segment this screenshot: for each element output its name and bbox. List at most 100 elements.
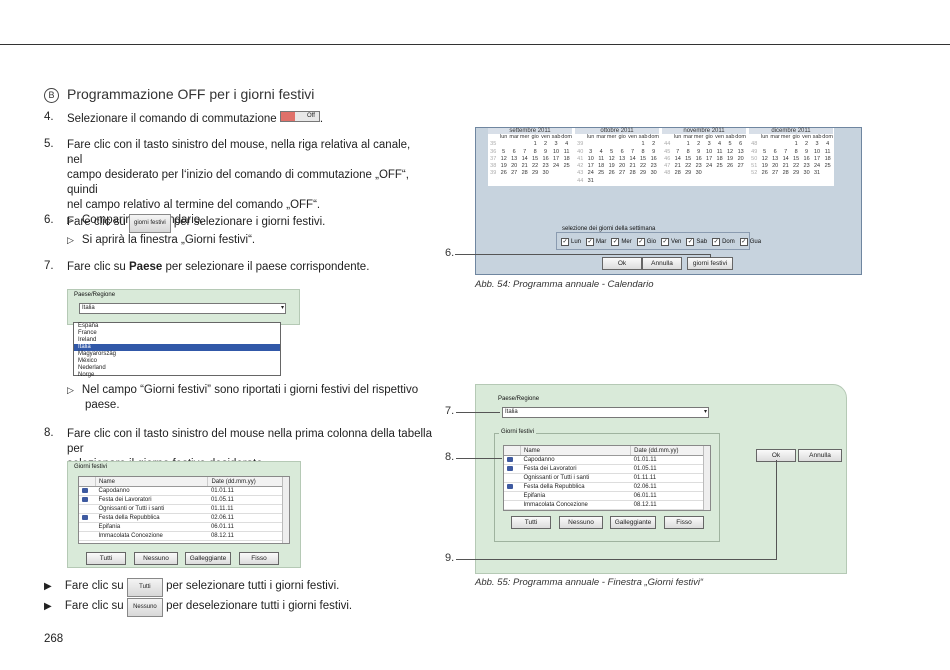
country-option[interactable]: France (78, 330, 97, 336)
calendar-day[interactable]: 4 (565, 141, 569, 148)
weekday-checkbox[interactable]: ✓Sab (686, 238, 707, 246)
calendar-day[interactable] (509, 141, 519, 148)
calendar-day[interactable]: 30 (695, 170, 702, 177)
calendar-day[interactable]: 21 (629, 163, 636, 170)
weekday-checkbox[interactable]: ✓Gio (636, 238, 656, 246)
calendar-day[interactable]: 17 (813, 155, 821, 162)
calendar-cancel-button[interactable]: Annulla (642, 257, 682, 270)
calendar-day[interactable]: 29 (639, 170, 647, 177)
calendar-day[interactable]: 4 (826, 141, 830, 148)
calendar-day[interactable]: 20 (511, 163, 518, 170)
calendar-day[interactable] (606, 141, 616, 148)
weekday-checkbox[interactable]: ✓Mar (586, 238, 606, 246)
weekday-checkbox[interactable]: ✓Ven (661, 238, 681, 246)
calendar-day[interactable]: 15 (532, 155, 539, 162)
calendar-day[interactable]: 14 (782, 155, 789, 162)
table-scrollbar[interactable] (282, 477, 289, 543)
calendar-day[interactable]: 12 (761, 155, 768, 162)
calendar-day[interactable]: 24 (552, 163, 560, 170)
calendar-day[interactable] (770, 141, 780, 148)
calendar-day[interactable]: 8 (686, 148, 690, 155)
calendar-day[interactable]: 10 (813, 148, 821, 155)
calendar-day[interactable]: 4 (718, 141, 722, 148)
calendar-day[interactable]: 10 (552, 148, 560, 155)
weekday-checkbox[interactable]: ✓Gua (739, 238, 761, 246)
calendar-day[interactable]: 23 (695, 163, 702, 170)
calendar-day[interactable]: 15 (685, 155, 692, 162)
calendar-day[interactable]: 16 (695, 155, 702, 162)
fixed-button[interactable]: Fisso (239, 552, 279, 565)
calendar-day[interactable]: 5 (728, 141, 732, 148)
calendar-day[interactable]: 1 (686, 141, 690, 148)
calendar-day[interactable]: 2 (805, 141, 809, 148)
calendar-day[interactable] (606, 178, 616, 185)
calendar-day[interactable]: 28 (674, 170, 681, 177)
calendar-day[interactable]: 19 (726, 155, 734, 162)
calendar-day[interactable] (648, 178, 659, 185)
calendar-day[interactable]: 12 (608, 155, 615, 162)
calendar-day[interactable]: 6 (512, 148, 516, 155)
calendar-day[interactable]: 24 (706, 163, 713, 170)
calendar-holidays-button[interactable]: giorni festivi (687, 257, 733, 270)
calendar-day[interactable]: 8 (533, 148, 537, 155)
calendar-day[interactable]: 23 (542, 163, 549, 170)
calendar-day[interactable] (735, 170, 746, 177)
calendar-day[interactable]: 5 (502, 148, 506, 155)
calendar-day[interactable]: 27 (737, 163, 744, 170)
holidays-inline-button[interactable]: giorni festivi (129, 214, 171, 233)
calendar-day[interactable]: 13 (619, 155, 626, 162)
calendar-day[interactable] (759, 141, 769, 148)
calendar-day[interactable] (714, 170, 724, 177)
calendar-day[interactable]: 22 (532, 163, 539, 170)
table-scrollbar[interactable] (703, 446, 710, 510)
calendar-day[interactable] (617, 141, 627, 148)
fixed-button[interactable]: Fisso (664, 516, 704, 529)
all-inline-button[interactable]: Tutti (126, 578, 163, 597)
calendar-day[interactable] (596, 141, 606, 148)
calendar-day[interactable]: 7 (784, 148, 788, 155)
country-option[interactable]: Magyarország (78, 351, 117, 357)
calendar-day[interactable]: 1 (794, 141, 798, 148)
calendar-day[interactable]: 14 (629, 155, 636, 162)
calendar-day[interactable]: 27 (511, 170, 518, 177)
calendar-day[interactable]: 7 (676, 148, 680, 155)
calendar-day[interactable]: 23 (650, 163, 657, 170)
fig55-cancel-button[interactable]: Annulla (798, 449, 842, 462)
calendar-day[interactable]: 9 (805, 148, 809, 155)
calendar-day[interactable] (780, 141, 790, 148)
calendar-day[interactable]: 18 (598, 163, 605, 170)
none-button[interactable]: Nessuno (134, 552, 178, 565)
calendar-day[interactable]: 16 (803, 155, 810, 162)
calendar-day[interactable] (596, 178, 606, 185)
calendar-day[interactable] (638, 178, 648, 185)
calendar-day[interactable] (725, 170, 735, 177)
country-option[interactable]: México (78, 358, 98, 364)
calendar-day[interactable] (672, 141, 682, 148)
calendar-day[interactable]: 17 (552, 155, 560, 162)
none-button[interactable]: Nessuno (559, 516, 603, 529)
calendar-day[interactable]: 8 (641, 148, 645, 155)
calendar-day[interactable]: 21 (521, 163, 528, 170)
calendar-day[interactable]: 30 (542, 170, 549, 177)
calendar-day[interactable]: 31 (587, 177, 594, 184)
calendar-day[interactable]: 13 (772, 155, 779, 162)
calendar-day[interactable]: 17 (587, 163, 594, 170)
country-option[interactable]: Norge (78, 372, 95, 378)
calendar-day[interactable]: 28 (521, 170, 528, 177)
calendar-day[interactable]: 5 (763, 148, 767, 155)
calendar-day[interactable]: 3 (554, 141, 558, 148)
calendar-day[interactable]: 2 (544, 141, 548, 148)
calendar-day[interactable]: 11 (563, 148, 570, 155)
calendar-day[interactable]: 1 (641, 141, 645, 148)
calendar-day[interactable]: 24 (587, 170, 594, 177)
calendar-day[interactable] (627, 178, 637, 185)
calendar-day[interactable] (617, 178, 627, 185)
